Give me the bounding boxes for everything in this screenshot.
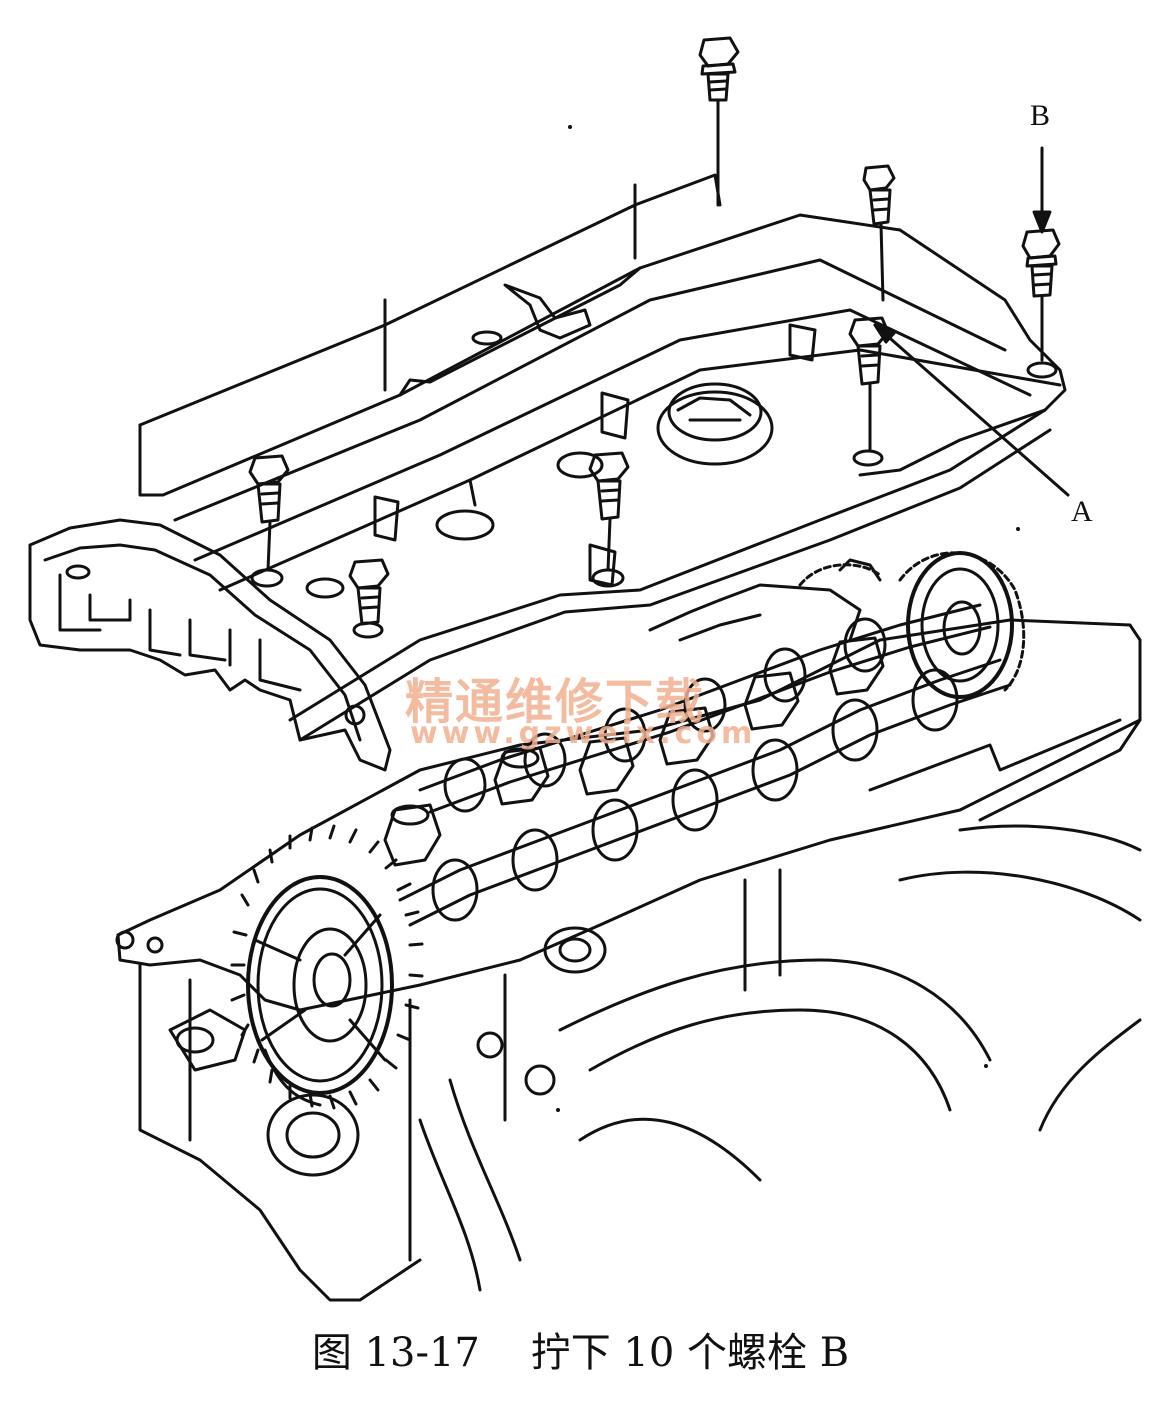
- bolts: [248, 36, 1061, 626]
- watermark-text: 精通维修下载: [405, 674, 706, 730]
- watermark-url: www.gzweix.com: [410, 716, 757, 751]
- bolt-top-center: [698, 36, 740, 207]
- cylinder-head-cover: [28, 173, 1067, 772]
- bolt-middle: [588, 451, 630, 572]
- bolt-a: [848, 316, 890, 452]
- label-part-a: A: [1071, 495, 1093, 528]
- print-specks: [556, 125, 1020, 1112]
- bolt-lower-left: [348, 558, 390, 626]
- cam-sprockets: [230, 551, 1026, 1110]
- camshafts: [383, 583, 1012, 927]
- figure-caption: 图 13-17 拧下 10 个螺栓 B: [311, 1330, 850, 1376]
- bolt-left: [248, 454, 290, 572]
- bolt-b: [1021, 228, 1061, 362]
- cylinder-head: [115, 618, 1142, 1302]
- label-bolt-b: B: [1030, 99, 1051, 132]
- callout-lines: [873, 146, 1070, 497]
- bolt-right-upper: [862, 164, 896, 302]
